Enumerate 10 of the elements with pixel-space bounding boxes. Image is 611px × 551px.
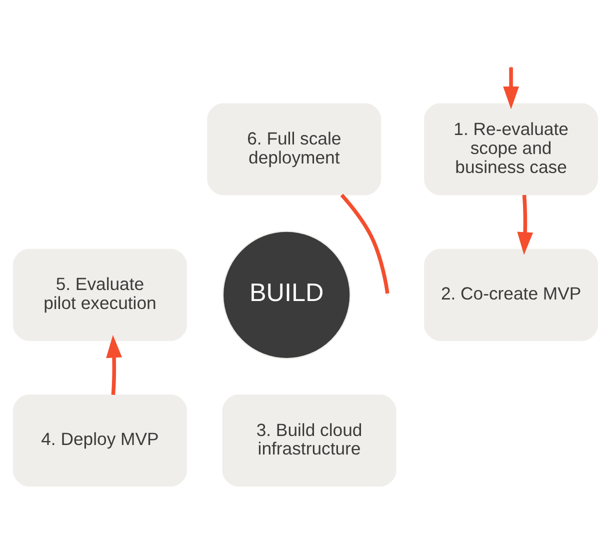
arrow bbox=[106, 334, 122, 394]
node-box: 6. Full scale deployment bbox=[207, 102, 382, 195]
arrow bbox=[517, 194, 534, 254]
node-box: 5. Evaluate pilot execution bbox=[12, 248, 187, 340]
node-box: 1. Re-evaluate scope and business case bbox=[424, 102, 598, 195]
arrow bbox=[503, 66, 519, 109]
connector bbox=[340, 193, 390, 294]
node-box: 2. Co-create MVP bbox=[424, 248, 598, 340]
node-box: 4. Deploy MVP bbox=[12, 394, 187, 486]
node-circle: BUILD bbox=[222, 230, 351, 359]
